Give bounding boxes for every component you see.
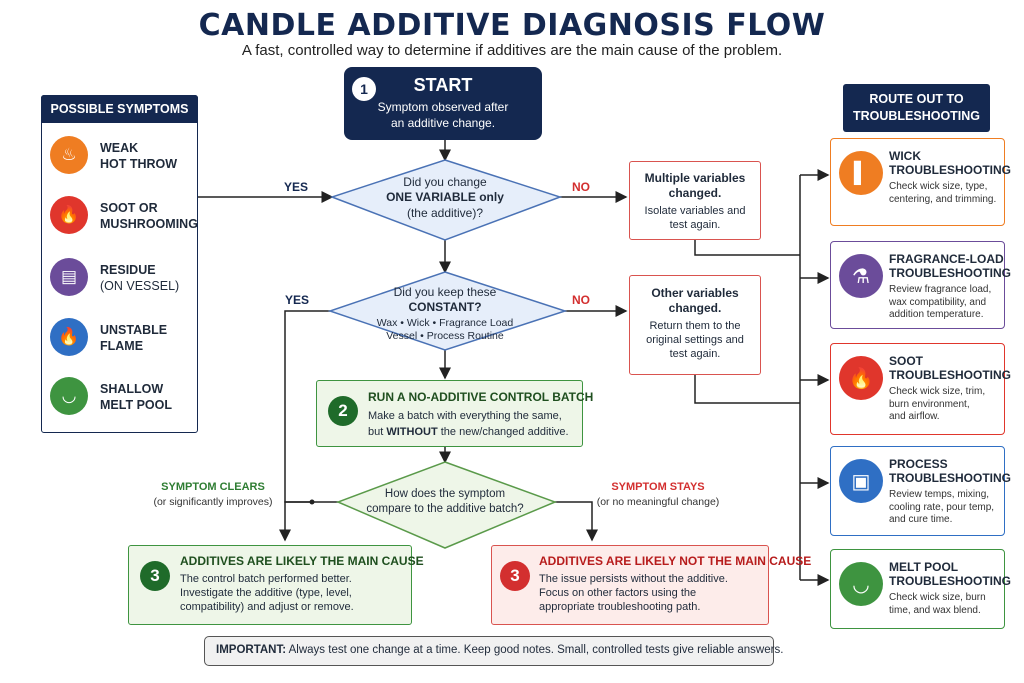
symptom-stays-label: SYMPTOM STAYS	[611, 481, 705, 493]
start-title: START	[413, 75, 473, 95]
control-batch-box	[316, 380, 583, 447]
decision1-line2: ONE VARIABLE only	[386, 190, 504, 204]
control-line2: but WITHOUT the new/changed additive.	[368, 426, 569, 438]
result-not-main-cause-box	[491, 545, 769, 625]
decision2-line4: Vessel • Process Routine	[386, 330, 504, 342]
symptom-item-label: RESIDUE(ON VESSEL)	[100, 263, 180, 293]
other-line1: Return them to the	[649, 320, 741, 332]
flask-icon: ⚗	[839, 254, 883, 298]
start-line2: an additive change.	[390, 116, 496, 130]
decision-constant-diamond	[327, 271, 568, 351]
decision2-line2: CONSTANT?	[408, 300, 482, 314]
decision3-line2: compare to the additive batch?	[366, 503, 524, 515]
result-yes-line1: The control batch performed better.	[180, 573, 352, 585]
jar-candle-icon: ▣	[839, 459, 883, 503]
result-no-line1: The issue persists without the additive.	[539, 573, 728, 585]
result-no-line3: appropriate troubleshooting path.	[539, 601, 701, 613]
heat-waves-icon: ♨	[50, 136, 88, 174]
step-3-no-badge: 3	[500, 561, 530, 591]
decision2-line3: Wax • Wick • Fragrance Load	[376, 317, 514, 329]
route-description: Review temps, mixing,cooling rate, pour …	[889, 489, 995, 525]
decision2-line1: Did you keep these	[393, 285, 497, 299]
bowl-icon: ◡	[839, 562, 883, 606]
route-header-line1: ROUTE OUT TO	[869, 92, 964, 106]
symptoms-header-label: POSSIBLE SYMPTOMS	[50, 102, 189, 116]
candle-icon: ▌	[839, 151, 883, 195]
multiple-line2: test again.	[669, 219, 721, 231]
control-title: RUN A NO-ADDITIVE CONTROL BATCH	[368, 390, 594, 404]
decision2-no-label: NO	[572, 293, 590, 307]
route-header	[843, 84, 990, 132]
decision2-yes-label: YES	[284, 293, 309, 307]
result-no-title: ADDITIVES ARE LIKELY NOT THE MAIN CAUSE	[539, 554, 812, 568]
flame-soot-icon: 🔥	[839, 356, 883, 400]
multiple-title1: Multiple variables	[644, 171, 746, 185]
multiple-title2: changed.	[668, 186, 722, 200]
multiple-line1: Isolate variables and	[644, 205, 746, 217]
decision1-no-label: NO	[572, 180, 590, 194]
other-variables-box	[629, 275, 761, 375]
other-line3: test again.	[669, 348, 721, 360]
symptom-clears-sub: (or significantly improves)	[153, 496, 273, 508]
start-box	[344, 67, 542, 140]
result-yes-title: ADDITIVES ARE LIKELY THE MAIN CAUSE	[180, 554, 424, 568]
flame-icon: 🔥	[50, 318, 88, 356]
result-no-line2: Focus on other factors using the	[539, 587, 697, 599]
result-yes-line3: compatibility) and adjust or remove.	[180, 601, 354, 613]
step-3-yes-badge: 3	[140, 561, 170, 591]
multiple-variables-box	[629, 161, 761, 240]
page-subtitle: A fast, controlled way to determine if a…	[241, 42, 783, 59]
symptom-clears-label: SYMPTOM CLEARS	[161, 481, 265, 493]
jar-residue-icon: ▤	[50, 258, 88, 296]
decision3-line1: How does the symptom	[384, 488, 506, 500]
decision1-yes-label: YES	[283, 180, 308, 194]
step-1-badge: 1	[352, 77, 376, 101]
page-title: CANDLE ADDITIVE DIAGNOSIS FLOW	[198, 8, 826, 43]
important-note	[204, 636, 774, 666]
route-description: Review fragrance load,wax compatibility,…	[889, 284, 992, 320]
symptoms-header	[41, 95, 198, 123]
bowl-icon: ◡	[50, 377, 88, 415]
decision-one-variable-diamond	[329, 159, 563, 241]
result-main-cause-box	[128, 545, 412, 625]
control-line1: Make a batch with everything the same,	[368, 410, 562, 422]
other-title2: changed.	[668, 301, 722, 315]
other-title1: Other variables	[651, 286, 739, 300]
result-yes-line2: Investigate the additive (type, level,	[180, 587, 352, 599]
start-line1: Symptom observed after	[377, 100, 509, 114]
decision1-line3: (the additive)?	[406, 206, 484, 220]
other-line2: original settings and	[646, 334, 744, 346]
symptom-stays-sub: (or no meaningful change)	[596, 496, 720, 508]
important-text: IMPORTANT: Always test one change at a t…	[216, 644, 784, 656]
route-description: Check wick size, type,centering, and tri…	[889, 181, 997, 205]
flame-soot-icon: 🔥	[50, 196, 88, 234]
decision-compare-diamond	[335, 461, 558, 549]
route-header-line2: TROUBLESHOOTING	[852, 109, 981, 123]
route-description: Check wick size, trim,burn environment,a…	[889, 386, 986, 422]
decision1-line1: Did you change	[403, 175, 487, 189]
step-2-badge: 2	[328, 396, 358, 426]
